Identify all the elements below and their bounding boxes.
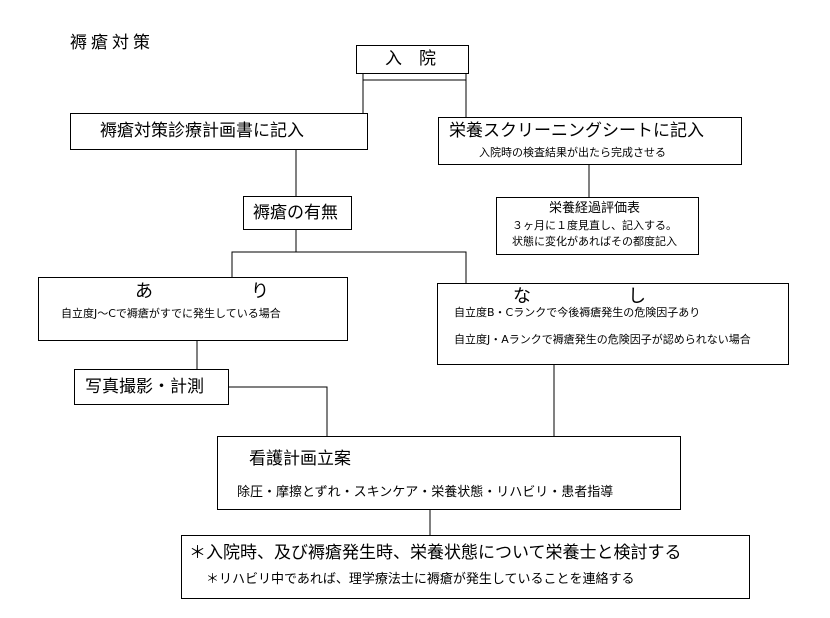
nutrition-progress-box: 栄養経過評価表 ３ヶ月に１度見直し、記入する。 状態に変化があればその都度記入 — [496, 197, 699, 255]
nursing-plan-box: 看護計画立案 除圧・摩擦とずれ・スキンケア・栄養状態・リハビリ・患者指導 — [217, 436, 681, 510]
pressure-ulcer-presence-box: 褥瘡の有無 — [243, 196, 352, 230]
yes-label-a: あ — [135, 281, 153, 302]
no-label-a: な — [513, 286, 531, 307]
care-plan-doc-box: 褥瘡対策診療計画書に記入 — [70, 113, 368, 150]
no-branch-box: な し 自立度B・Cランクで今後褥瘡発生の危険因子あり 自立度J・Aランクで褥瘡… — [437, 283, 789, 365]
connector-admission-split — [362, 74, 467, 81]
nutrition-screening-box: 栄養スクリーニングシートに記入 入院時の検査結果が出たら完成させる — [438, 117, 742, 165]
nutrition-screening-label: 栄養スクリーニングシートに記入 — [449, 121, 704, 141]
final-note-line1: ＊入院時、及び褥瘡発生時、栄養状態について栄養士と検討する — [189, 543, 682, 563]
yes-label-b: り — [251, 281, 269, 302]
no-desc2: 自立度J・Aランクで褥瘡発生の危険因子が認められない場合 — [454, 333, 751, 346]
final-note-line2: ＊リハビリ中であれば、理学療法士に褥瘡が発生していることを連絡する — [206, 572, 635, 587]
no-desc1: 自立度B・Cランクで今後褥瘡発生の危険因子あり — [454, 306, 701, 319]
admission-label: 入 院 — [385, 49, 436, 69]
nutrition-screening-note: 入院時の検査結果が出たら完成させる — [479, 146, 666, 159]
admission-box: 入 院 — [356, 45, 469, 74]
photo-measure-label: 写真撮影・計測 — [85, 377, 204, 397]
pressure-ulcer-presence-label: 褥瘡の有無 — [253, 203, 338, 223]
nutrition-progress-label: 栄養経過評価表 — [549, 201, 641, 216]
care-plan-doc-label: 褥瘡対策診療計画書に記入 — [100, 121, 304, 141]
nutrition-progress-line2: 状態に変化があればその都度記入 — [512, 235, 677, 248]
photo-measure-box: 写真撮影・計測 — [74, 369, 229, 405]
connector-presence-no — [296, 251, 467, 283]
nursing-plan-items: 除圧・摩擦とずれ・スキンケア・栄養状態・リハビリ・患者指導 — [237, 485, 614, 500]
connector-presence-split — [231, 230, 297, 277]
nutrition-progress-line1: ３ヶ月に１度見直し、記入する。 — [512, 219, 677, 232]
no-label-b: し — [628, 286, 646, 307]
connector-photo-plan — [229, 386, 328, 436]
nursing-plan-label: 看護計画立案 — [249, 449, 351, 469]
yes-branch-box: あ り 自立度J～Cで褥瘡がすでに発生している場合 — [38, 277, 348, 341]
final-note-box: ＊入院時、及び褥瘡発生時、栄養状態について栄養士と検討する ＊リハビリ中であれば… — [181, 535, 750, 599]
yes-desc: 自立度J～Cで褥瘡がすでに発生している場合 — [61, 307, 281, 320]
diagram-title: 褥瘡対策 — [70, 33, 154, 53]
